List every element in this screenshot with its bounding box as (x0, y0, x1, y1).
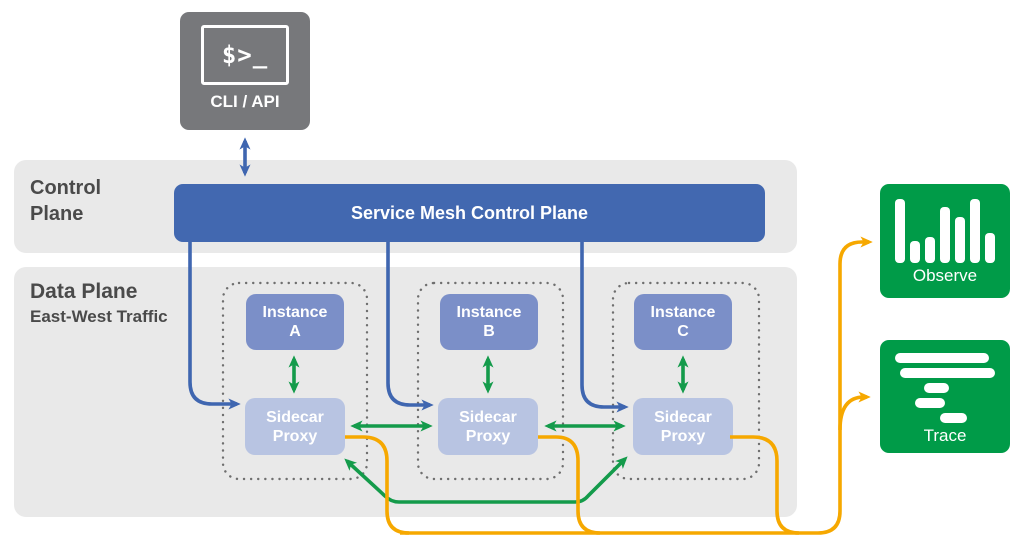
instance-b-node: Instance B (440, 294, 538, 350)
trace-span-bar (924, 383, 949, 393)
instance-c-node: Instance C (634, 294, 732, 350)
bar-chart-bar (910, 241, 920, 263)
trace-span-bar (900, 368, 995, 378)
bar-chart-bar (985, 233, 995, 263)
data-plane-subtitle: East-West Traffic (30, 307, 168, 326)
sidecar-proxy-a-label-line2: Proxy (272, 427, 318, 445)
observe-label: Observe (912, 266, 978, 285)
sidecar-proxy-a-node: Sidecar Proxy (245, 398, 345, 455)
trace-span-bar (895, 353, 989, 363)
observe-node: Observe (880, 184, 1010, 298)
bar-chart-bar (895, 199, 905, 263)
terminal-icon: $>_ (201, 25, 289, 85)
sidecar-proxy-c-node: Sidecar Proxy (633, 398, 733, 455)
trace-node: Trace (880, 340, 1010, 453)
control-plane-label-line1: Control (30, 177, 102, 199)
bar-chart-icon (880, 197, 1010, 263)
sidecar-proxy-a-label-line1: Sidecar (266, 408, 324, 426)
bar-chart-bar (955, 217, 965, 263)
sidecar-proxy-c-label-line2: Proxy (660, 427, 706, 445)
trace-span-bar (940, 413, 967, 423)
control-plane-label: Control Plane (30, 175, 101, 227)
trace-spans-icon (895, 353, 995, 423)
instance-a-label-line1: Instance (262, 304, 328, 321)
trace-span-bar (915, 398, 945, 408)
trace-label: Trace (923, 426, 967, 445)
bar-chart-bar (925, 237, 935, 263)
instance-b-label-line2: B (483, 323, 495, 340)
instance-a-label-line2: A (289, 323, 301, 340)
data-plane-title: Data Plane (30, 280, 138, 303)
cli-api-label: CLI / API (210, 92, 280, 111)
sidecar-proxy-b-label-line1: Sidecar (459, 408, 517, 426)
sidecar-proxy-b-label-line2: Proxy (465, 427, 511, 445)
service-mesh-control-plane-label: Service Mesh Control Plane (350, 202, 589, 223)
data-plane-label: Data Plane East-West Traffic (30, 279, 168, 329)
sidecar-proxy-c-label-line1: Sidecar (654, 408, 712, 426)
control-plane-label-line2: Plane (30, 203, 84, 225)
instance-c-label-line1: Instance (650, 304, 716, 321)
sidecar-proxy-b-node: Sidecar Proxy (438, 398, 538, 455)
cli-api-node: $>_ CLI / API (180, 12, 310, 130)
arrow-telemetry-to-trace (838, 391, 871, 431)
instance-a-node: Instance A (246, 294, 344, 350)
bar-chart-bar (970, 199, 980, 263)
terminal-prompt: $>_ (221, 41, 269, 69)
instance-c-label-line2: C (677, 323, 689, 340)
bar-chart-bar (940, 207, 950, 263)
instance-b-label-line1: Instance (456, 304, 522, 321)
service-mesh-control-plane-node: Service Mesh Control Plane (174, 184, 765, 242)
